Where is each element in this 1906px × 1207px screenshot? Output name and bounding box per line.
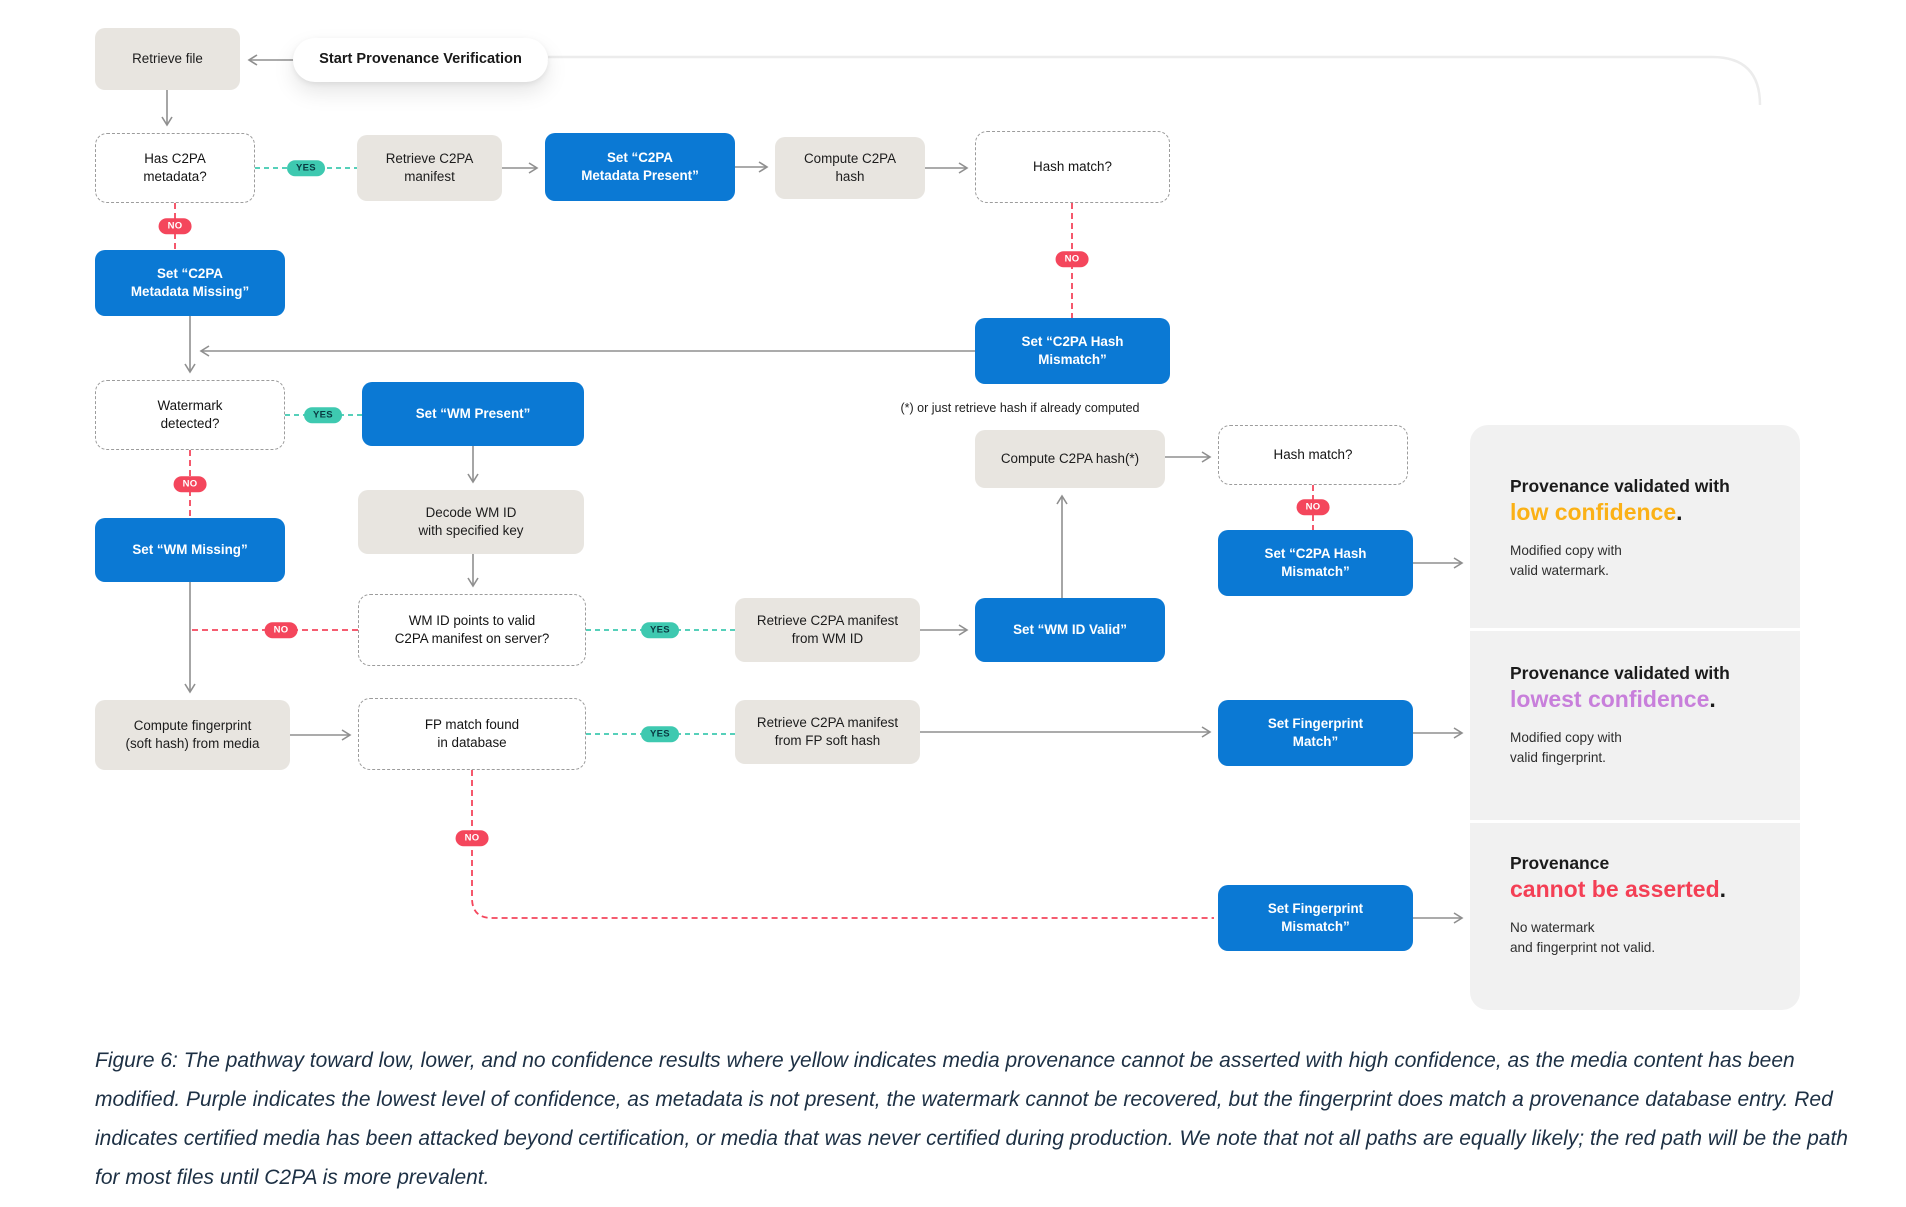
outcome-panel: Provenance validated with low confidence… [1470,425,1800,1010]
yes-badge-watermark: YES [304,407,342,423]
node-retrieve-manifest-from-wm-id: Retrieve C2PA manifest from WM ID [735,598,920,662]
outcome-highlight-lowest: lowest confidence [1510,685,1710,712]
no-badge-hash-match-2: NO [1296,499,1330,515]
figure-caption: Figure 6: The pathway toward low, lower,… [95,1049,1848,1189]
outcome-title: Provenance validated with [1510,476,1730,496]
yes-badge-has-c2pa: YES [287,160,325,176]
outcome-title: Provenance validated with [1510,663,1730,683]
node-set-c2pa-hash-mismatch-1: Set “C2PA Hash Mismatch” [975,318,1170,384]
node-watermark-detected: Watermark detected? [95,380,285,450]
no-link-fp-match [471,770,1214,919]
node-wm-id-points-valid: WM ID points to valid C2PA manifest on s… [358,594,586,666]
no-badge-hash-match-1: NO [1055,251,1089,267]
outcome-body: No watermark and fingerprint not valid. [1510,919,1656,956]
yes-badge-wm-id: YES [641,622,679,638]
yes-badge-fp-match: YES [641,726,679,742]
node-set-c2pa-metadata-missing: Set “C2PA Metadata Missing” [95,250,285,316]
node-has-c2pa-metadata: Has C2PA metadata? [95,133,255,203]
node-retrieve-c2pa-manifest: Retrieve C2PA manifest [357,135,502,201]
node-set-fingerprint-mismatch: Set Fingerprint Mismatch” [1218,885,1413,951]
node-compute-fingerprint: Compute fingerprint (soft hash) from med… [95,700,290,770]
outcome-title: Provenance [1510,853,1610,873]
outcome-body: Modified copy with valid fingerprint. [1510,729,1622,766]
node-retrieve-manifest-from-fp: Retrieve C2PA manifest from FP soft hash [735,700,920,764]
outcome-lowest-confidence: Provenance validated with lowest confide… [1470,628,1800,820]
node-start: Start Provenance Verification [293,38,548,82]
node-set-c2pa-hash-mismatch-2: Set “C2PA Hash Mismatch” [1218,530,1413,596]
node-set-wm-present: Set “WM Present” [362,382,584,446]
node-set-wm-missing: Set “WM Missing” [95,518,285,582]
outcome-period: . [1676,498,1683,525]
outcome-highlight-cannot: cannot be asserted [1510,875,1720,902]
node-compute-c2pa-hash-star: Compute C2PA hash(*) [975,430,1165,488]
faint-top-curve [548,55,1762,106]
no-badge-wm-id: NO [264,622,298,638]
outcome-low-confidence: Provenance validated with low confidence… [1470,425,1800,628]
outcome-body: Modified copy with valid watermark. [1510,542,1622,579]
no-badge-has-c2pa: NO [158,218,192,234]
node-hash-match-1: Hash match? [975,131,1170,203]
node-set-wm-id-valid: Set “WM ID Valid” [975,598,1165,662]
no-badge-watermark: NO [173,476,207,492]
outcome-cannot-assert: Provenance cannot be asserted. No waterm… [1470,820,1800,1010]
outcome-period: . [1709,685,1716,712]
node-retrieve-file: Retrieve file [95,28,240,90]
no-badge-fp-match: NO [455,830,489,846]
outcome-period: . [1719,875,1727,902]
hash-annotation: (*) or just retrieve hash if already com… [900,401,1140,415]
node-hash-match-2: Hash match? [1218,425,1408,485]
node-decode-wm-id: Decode WM ID with specified key [358,490,584,554]
node-set-c2pa-metadata-present: Set “C2PA Metadata Present” [545,133,735,201]
node-compute-c2pa-hash: Compute C2PA hash [775,137,925,199]
node-fp-match-found: FP match found in database [358,698,586,770]
outcome-highlight-low: low confidence [1510,498,1677,525]
node-set-fingerprint-match: Set Fingerprint Match” [1218,700,1413,766]
